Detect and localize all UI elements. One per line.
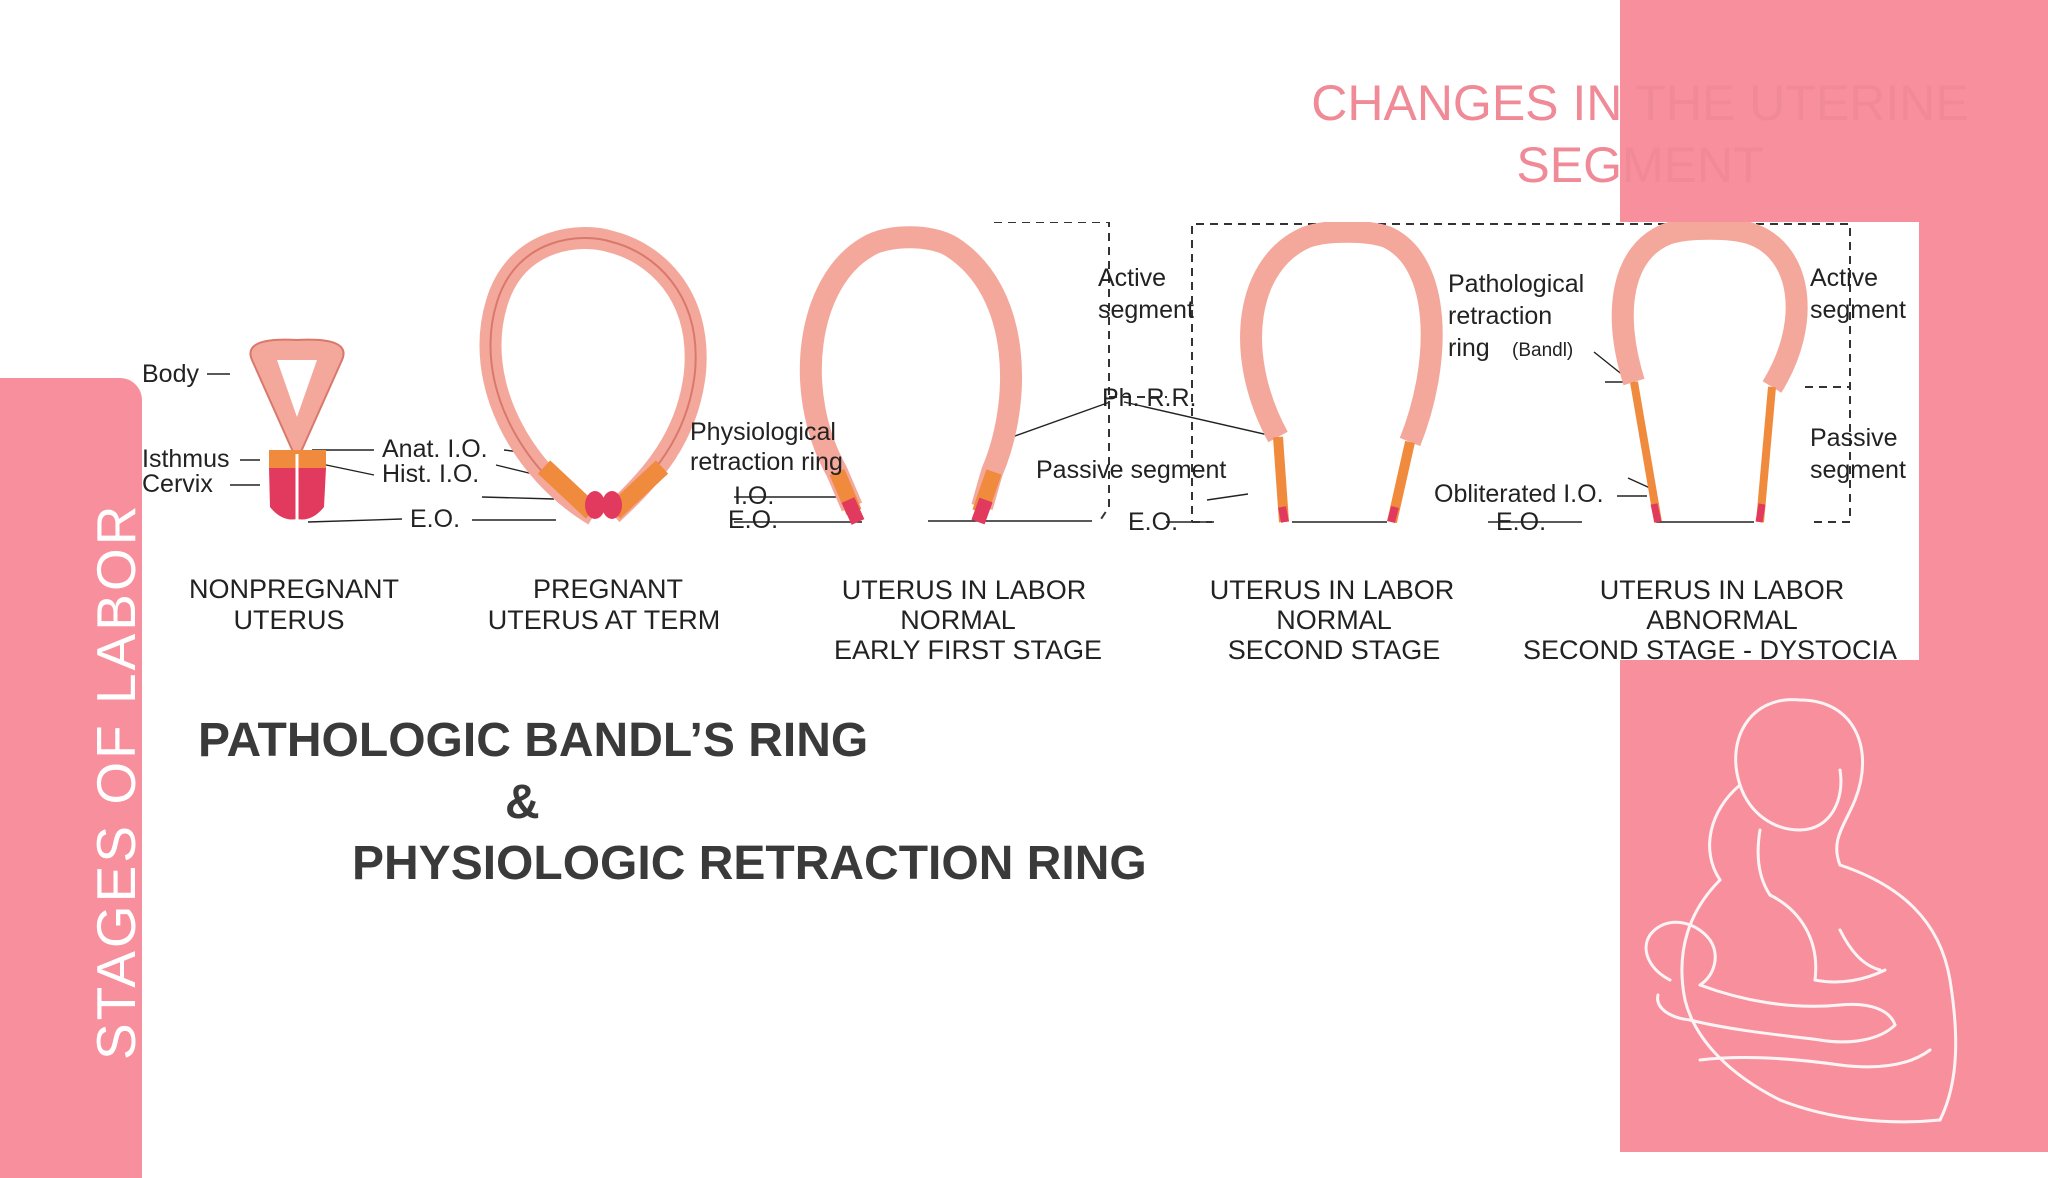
caption-2-line-1: PREGNANT (533, 574, 683, 604)
label-passive-2: Passive (1810, 424, 1898, 452)
label-bandl: (Bandl) (1512, 340, 1573, 361)
label-ph-rr: Ph. R.R. (1102, 384, 1196, 412)
heading-line-2: & (505, 776, 540, 829)
nonpregnant-uterus (249, 338, 345, 520)
side-title: STAGES OF LABOR (85, 502, 147, 1060)
labor-dystocia-uterus (1611, 222, 1808, 523)
slide-title: CHANGES IN THE UTERINE SEGMENT (1290, 72, 1990, 196)
caption-5-line-3: SECOND STAGE - DYSTOCIA (1523, 635, 1897, 660)
mother-breastfeeding-line-icon (1644, 698, 1958, 1124)
slide-title-line-1: CHANGES IN THE UTERINE (1311, 75, 1969, 131)
caption-3-line-3: EARLY FIRST STAGE (834, 635, 1102, 660)
label-pathological: Pathological (1448, 270, 1584, 298)
diagram-captions: NONPREGNANT UTERUS PREGNANT UTERUS AT TE… (189, 574, 1897, 660)
label-anat-io: Anat. I.O. (382, 435, 488, 463)
label-eo-4: E.O. (1496, 508, 1546, 536)
label-active-1: Active (1098, 264, 1166, 292)
label-body: Body (142, 360, 199, 388)
caption-3-line-2: NORMAL (900, 605, 1016, 635)
label-eo-3: E.O. (1128, 508, 1178, 536)
label-hist-io: Hist. I.O. (382, 460, 479, 488)
caption-4-line-2: NORMAL (1276, 605, 1392, 635)
caption-5-line-2: ABNORMAL (1646, 605, 1798, 635)
heading-line-1: PATHOLOGIC BANDL’S RING (198, 714, 869, 767)
caption-1-line-1: NONPREGNANT (189, 574, 399, 604)
uterus-diagram: Body Isthmus Cervix Anat. I.O. Hist. I.O… (142, 222, 1919, 660)
left-accent-tab (0, 378, 142, 1178)
caption-2-line-2: UTERUS AT TERM (488, 605, 721, 635)
label-segment-2: segment (1810, 296, 1906, 324)
label-obliterated-io: Obliterated I.O. (1434, 480, 1604, 508)
caption-1-line-2: UTERUS (233, 605, 344, 635)
label-cervix: Cervix (142, 470, 213, 498)
label-retraction: retraction (1448, 302, 1552, 330)
uterus-diagram-svg: Body Isthmus Cervix Anat. I.O. Hist. I.O… (142, 222, 1906, 660)
label-isthmus: Isthmus (142, 445, 230, 473)
label-io-2: I.O. (734, 482, 774, 510)
caption-4-line-3: SECOND STAGE (1228, 635, 1441, 660)
label-retraction-ring: retraction ring (690, 448, 843, 476)
label-passive-segment: Passive segment (1036, 456, 1226, 484)
labor-first-stage-uterus (799, 226, 1023, 525)
label-ring: ring (1448, 334, 1490, 362)
caption-4-line-1: UTERUS IN LABOR (1210, 575, 1455, 605)
label-eo-1: E.O. (410, 505, 460, 533)
label-active-2: Active (1810, 264, 1878, 292)
heading-line-3: PHYSIOLOGIC RETRACTION RING (352, 837, 1147, 890)
pregnant-uterus (479, 227, 707, 525)
slide-title-line-2: SEGMENT (1516, 137, 1764, 193)
label-segment-3: segment (1810, 456, 1906, 484)
label-eo-2: E.O. (728, 506, 778, 534)
caption-3-line-1: UTERUS IN LABOR (842, 575, 1087, 605)
label-segment-1: segment (1098, 296, 1194, 324)
caption-5-line-1: UTERUS IN LABOR (1600, 575, 1845, 605)
label-physiological: Physiological (690, 418, 836, 446)
labor-second-stage-uterus (1240, 222, 1443, 524)
